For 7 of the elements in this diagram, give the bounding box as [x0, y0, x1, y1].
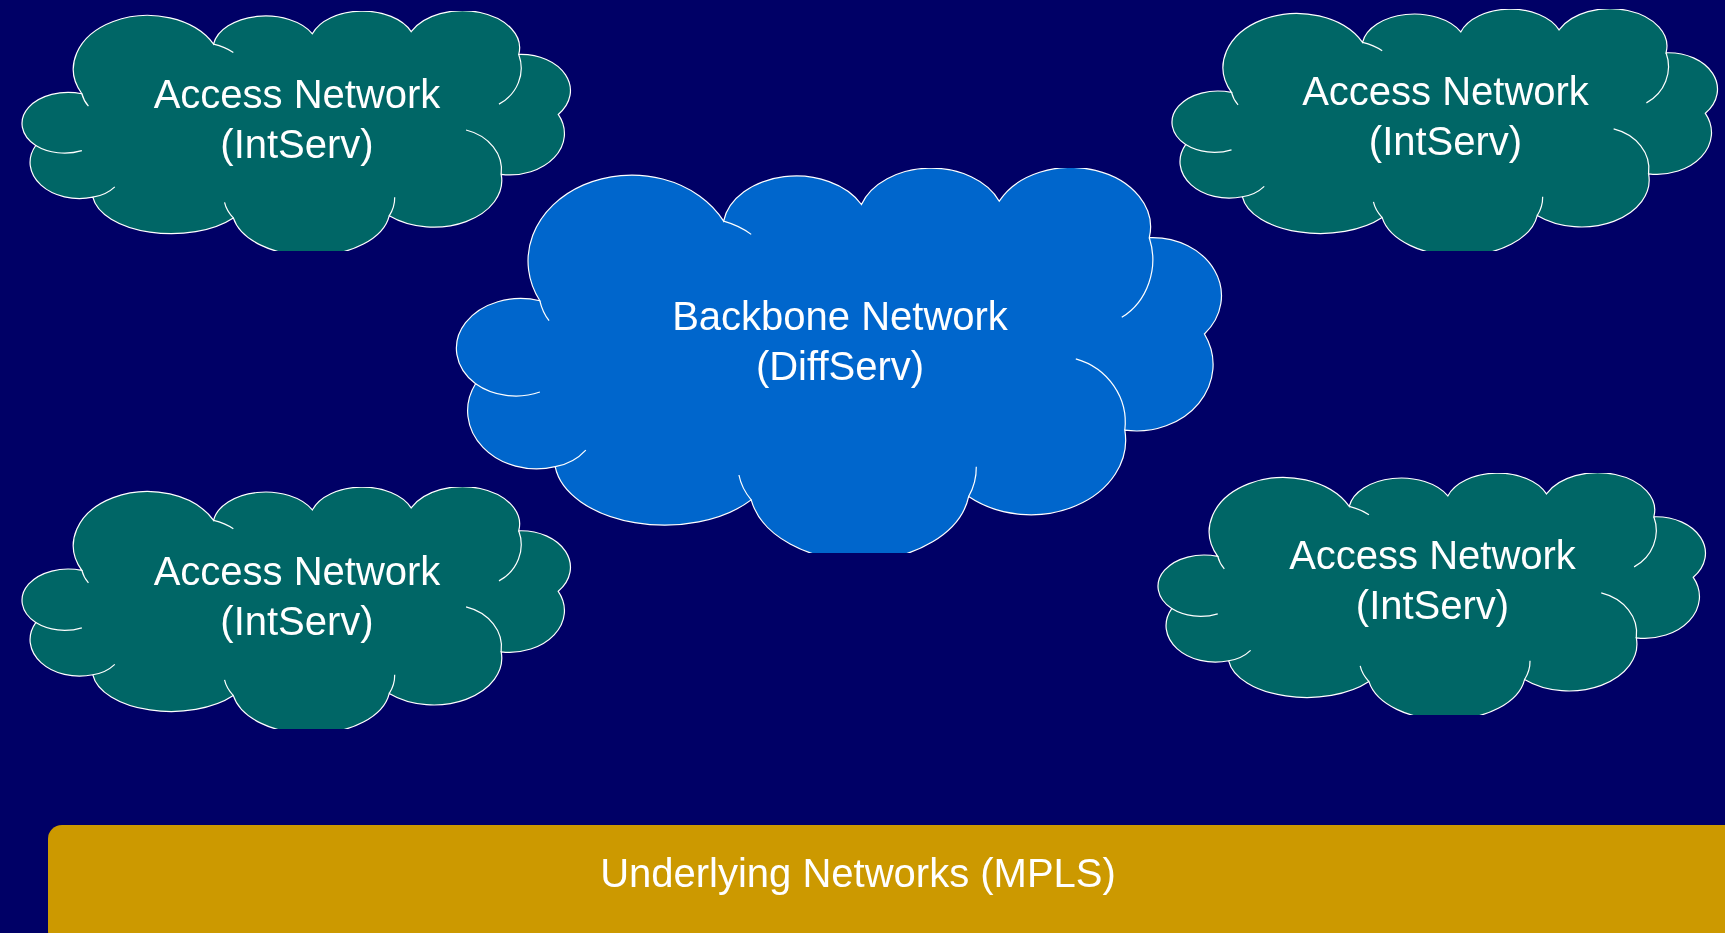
node-label: Backbone Network (DiffServ): [671, 292, 1009, 390]
node-label: Access Network (IntServ): [1288, 532, 1577, 629]
node-label: Access Network (IntServ): [1301, 68, 1590, 165]
network-layer-bar: [48, 825, 1725, 933]
node-label: Access Network (IntServ): [152, 548, 442, 645]
node-label: Access Network (IntServ): [152, 71, 442, 168]
node-label: Underlying Networks (MPLS): [600, 850, 1116, 897]
